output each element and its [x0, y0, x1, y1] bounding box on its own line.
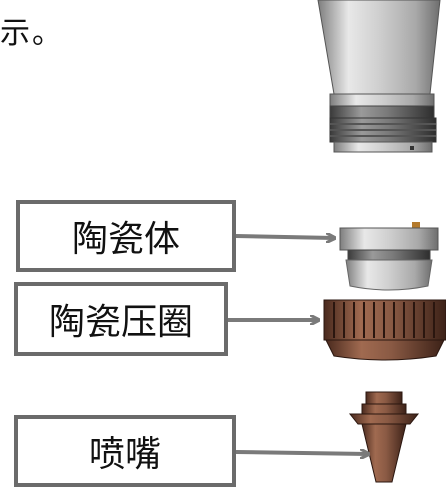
intro-text: 示。 — [0, 16, 64, 51]
arrow-ceramic-body — [235, 236, 334, 238]
label-nozzle: 喷嘴 — [14, 415, 236, 487]
ceramic-body-part — [339, 222, 439, 291]
ceramic-ring-part — [323, 299, 446, 361]
nozzle-part — [348, 391, 420, 483]
arrow-nozzle — [235, 452, 368, 454]
label-ceramic-ring: 陶瓷压圈 — [14, 282, 228, 356]
label-ceramic-body: 陶瓷体 — [16, 200, 236, 272]
nozzle-housing — [317, 0, 441, 153]
